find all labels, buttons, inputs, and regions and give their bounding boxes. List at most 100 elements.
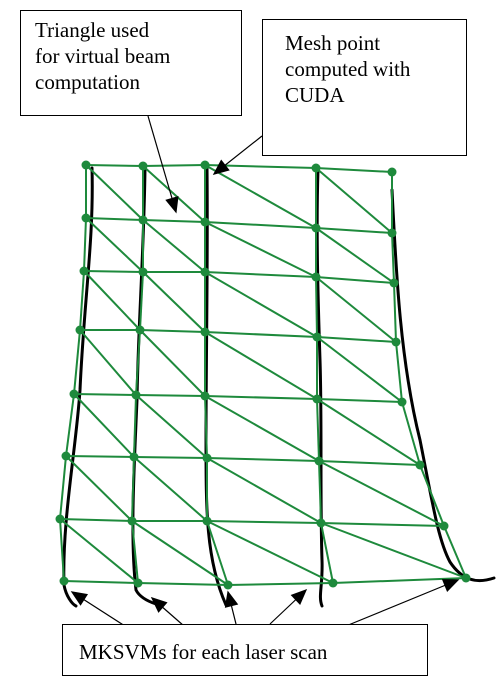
mesh-point (397, 397, 407, 407)
mesh-point (129, 452, 139, 462)
mesh-point (200, 391, 210, 401)
mesh-edge-h (63, 580, 139, 584)
mesh-point (312, 394, 322, 404)
mesh-edge-h (315, 276, 395, 284)
mesh-point (439, 521, 449, 531)
mesh-edge-h (332, 577, 467, 584)
mesh-edge-h (204, 271, 317, 278)
mesh-point (223, 580, 233, 590)
mesh-edge-diag (206, 457, 322, 524)
mesh-edge-h (204, 331, 318, 338)
mesh-edge-diag (65, 455, 133, 522)
mesh-point (389, 278, 399, 288)
mesh-edge-h (85, 164, 144, 167)
mesh-edge-h (318, 460, 421, 466)
mesh-point (316, 518, 326, 528)
mesh-edge-h (315, 227, 393, 234)
mesh-edge-diag (79, 329, 137, 396)
mesh-edge-v (320, 522, 334, 584)
mesh-edge-v (393, 282, 397, 343)
mesh-point (75, 325, 85, 335)
mesh-edge-h (65, 455, 135, 458)
mesh-edge-v (59, 455, 67, 520)
mesh-edge-h (316, 398, 403, 403)
mesh-point (138, 161, 148, 171)
mesh-point (81, 213, 91, 223)
triangle-arrow (147, 115, 177, 213)
mesh-edge-diag (131, 520, 229, 586)
mesh-edge-h (142, 164, 206, 167)
mesh-edge-diag (206, 520, 334, 584)
mesh-point (391, 337, 401, 347)
mesh-point (200, 327, 210, 337)
mesh-lines (59, 164, 467, 586)
mesh-edge-v (318, 460, 322, 524)
mesh-edge-diag (320, 522, 467, 579)
mesh-point-arrow-head (212, 159, 230, 175)
mesh-edge-v (316, 398, 320, 462)
mesh-edge-diag (204, 164, 317, 229)
mesh-point (69, 389, 79, 399)
mesh-edge-h (206, 520, 322, 524)
mesh-point (133, 578, 143, 588)
mksvm-arrow-4-head (290, 588, 308, 606)
mesh-edge-diag (315, 276, 397, 343)
mesh-edge-diag (315, 227, 395, 284)
mesh-edge-diag (139, 329, 206, 397)
mesh-edge-diag (204, 331, 318, 400)
mesh-point (328, 578, 338, 588)
scan-curve-3 (204, 166, 228, 607)
mesh-edge-v (135, 329, 141, 396)
mesh-point (135, 325, 145, 335)
mesh-edge-v (391, 232, 395, 284)
mesh-edge-h (206, 457, 320, 462)
mesh-point (202, 453, 212, 463)
mesh-edge-v (59, 518, 65, 582)
mesh-point (138, 267, 148, 277)
mesh-edge-diag (73, 393, 135, 458)
mesh-edge-diag (59, 518, 139, 584)
mesh-points (55, 160, 471, 590)
mesh-point (311, 223, 321, 233)
mesh-point (138, 215, 148, 225)
mesh-point (79, 266, 89, 276)
mesh-point (312, 332, 322, 342)
mesh-edge-diag (318, 460, 445, 527)
mesh-point (387, 228, 397, 238)
mesh-edge-v (83, 217, 87, 272)
mksvm-callout: MKSVMs for each laser scan (62, 624, 428, 676)
mesh-edge-v (65, 393, 75, 457)
mesh-edge-h (133, 456, 208, 459)
mesh-edge-diag (204, 395, 320, 462)
mesh-point (61, 451, 71, 461)
mesh-edge-h (83, 270, 144, 273)
mesh-edge-diag (316, 398, 421, 466)
mesh-point (202, 516, 212, 526)
triangle-callout: Triangle used for virtual beam computati… (20, 10, 242, 116)
mesh-edge-diag (142, 165, 206, 223)
mesh-edge-h (315, 167, 393, 173)
scan-curve-1 (62, 166, 94, 608)
mesh-edge-v (73, 329, 81, 395)
mksvm-arrow-3-head (224, 590, 239, 608)
mesh-point-callout: Mesh point computed with CUDA (262, 19, 467, 156)
mesh-edge-v (315, 276, 318, 338)
mesh-point (314, 456, 324, 466)
mksvm-arrow-2-head (150, 596, 168, 613)
mesh-edge-v (139, 271, 144, 331)
mesh-point (131, 390, 141, 400)
mesh-edge-diag (204, 271, 318, 338)
mesh-edge-diag (315, 167, 393, 234)
mesh-edge-v (206, 520, 229, 586)
mksvm-arrow-5-head (441, 579, 460, 592)
mesh-edge-diag (142, 219, 206, 273)
mesh-edge-h (137, 582, 229, 586)
mesh-edge-h (204, 221, 317, 229)
triangle-arrow-head (165, 196, 179, 214)
mksvm-arrow-1-head (70, 591, 89, 606)
mesh-edge-v (133, 394, 137, 458)
mesh-point (55, 514, 65, 524)
mksvm-arrow-5 (345, 579, 459, 627)
mesh-edge-h (85, 217, 144, 221)
mesh-edge-h (73, 393, 137, 396)
